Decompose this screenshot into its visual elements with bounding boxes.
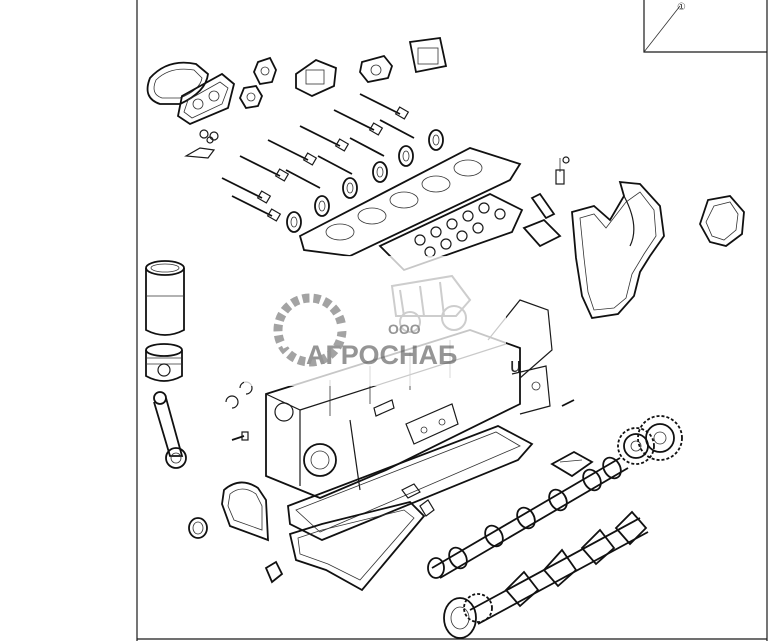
connecting-rod: [153, 391, 187, 469]
plug-bolt: [231, 431, 249, 441]
oil-pan-gasket: [287, 425, 534, 541]
front-cover-round-gasket: [699, 195, 745, 247]
thermostat-housing-gasket: [295, 58, 337, 97]
piston: [145, 343, 183, 382]
camshaft: [427, 456, 629, 579]
agrosnab-watermark: ООО АГРОСНАБ u: [244, 256, 521, 386]
stray-label: u: [510, 355, 521, 377]
watermark-tractor-logo: [390, 274, 472, 333]
rear-cover-gasket: [221, 481, 269, 542]
watermark-backdrop: [244, 256, 506, 386]
watermark-gear-logo: [273, 293, 401, 367]
fitting-clips: [401, 399, 575, 517]
watermark-prefix: ООО: [388, 321, 421, 337]
cylinder-head-bolts: [221, 93, 415, 222]
oil-cooler-gasket: [176, 72, 236, 126]
flange-gasket-b: [238, 85, 264, 109]
tappet-guide: [550, 450, 594, 478]
callout-number: ①: [677, 2, 686, 13]
idler-gear: [637, 415, 683, 461]
cylinder-liner: [145, 260, 185, 336]
small-bracket: [264, 560, 284, 584]
small-o-rings: [184, 129, 219, 159]
square-flange-gasket: [408, 36, 448, 74]
timing-cover-gasket: [571, 180, 665, 319]
watermark-company-name: АГРОСНАБ: [306, 340, 457, 370]
rear-seal-ring: [188, 517, 208, 539]
cylinder-head-gasket: [298, 147, 522, 257]
exhaust-port-gaskets: [286, 129, 444, 233]
rocker-cover-gasket: [146, 61, 209, 105]
flange-gasket-a: [253, 56, 277, 85]
callout-box: ①: [643, 0, 767, 53]
oil-sump-gasket: [288, 501, 426, 592]
small-rectangular-gasket: [522, 218, 562, 248]
sleeve-pin: [530, 156, 570, 220]
water-outlet-gasket: [359, 54, 394, 83]
crankshaft: [443, 510, 649, 639]
